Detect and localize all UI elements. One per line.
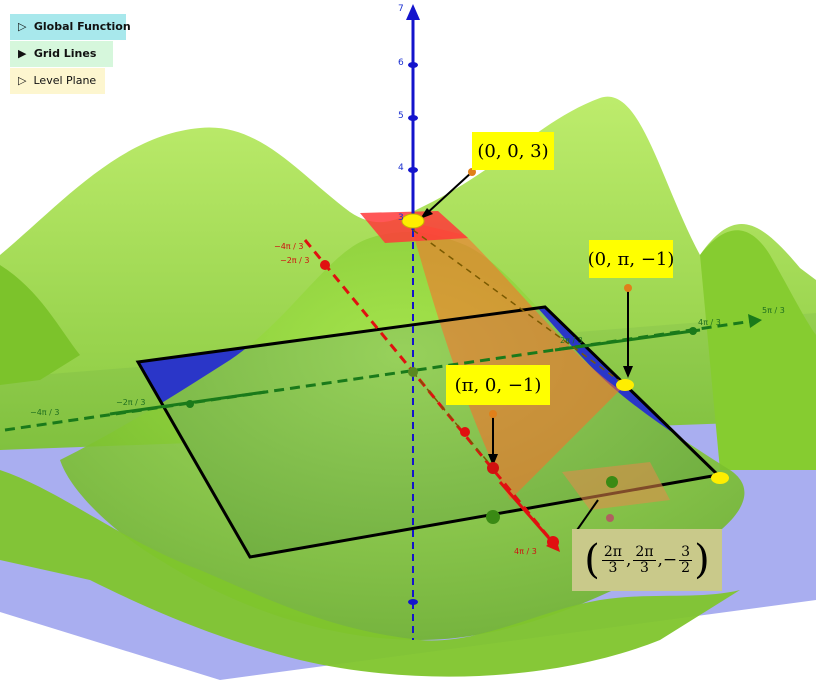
toggle-triangle-icon: ▶ [18,47,27,60]
toggle-label: Grid Lines [33,47,97,60]
z-tick-label: 7 [398,4,404,14]
z-tick-label: 5 [398,111,404,121]
point-c-orange [489,410,497,418]
label-point-c[interactable]: (π, 0, −1) [446,365,550,405]
point-top [401,213,425,229]
point-green-axis-2 [689,327,697,335]
y-tick-label: −2π / 3 [116,398,146,407]
point-red-axis [320,260,330,270]
surface-right-wave [700,230,816,470]
highlighted-strip [410,222,620,500]
toggle-level-plane[interactable]: ▷ Level Plane [10,68,105,94]
x-tick-label: −4π / 3 [274,242,304,251]
y-axis-arrow [748,314,762,328]
z-axis-arrow [406,4,420,20]
point-small-plane [606,476,618,488]
point-origin [408,367,418,377]
toggle-label: Level Plane [33,74,97,87]
z-tick-label: 4 [398,163,404,173]
toggle-label: Global Function [33,20,131,33]
y-tick-label: −4π / 3 [30,408,60,417]
z-tick-label: 3 [398,213,404,223]
surface-front-wave [0,470,740,677]
label-point-a[interactable]: (0, 0, 3) [472,132,554,170]
guide-line [412,371,494,469]
label-point-b[interactable]: (0, π, −1) [588,240,674,278]
x-tick-label: −2π / 3 [280,256,310,265]
paren-right: ) [694,537,710,583]
toggle-triangle-icon: ▷ [18,74,27,87]
x-axis-visible [498,481,557,546]
x-tick-label: 4π / 3 [514,547,537,556]
paren-left: ( [584,537,600,583]
point-c [487,462,499,474]
y-tick-label: 4π / 3 [698,318,721,327]
toggle-grid-lines[interactable]: ▶ Grid Lines [10,41,113,67]
point-saddle [486,510,500,524]
surface-left-wave [0,265,80,385]
point-b-orange [624,284,632,292]
x-axis-point [547,536,559,548]
point-red-axis-2 [460,427,470,437]
point-corner-b [616,379,634,391]
point-green-axis [186,400,194,408]
point-a-orange [468,168,476,176]
z-tick-label: 6 [398,58,404,68]
point-below [606,514,614,522]
point-corner-right [711,472,729,484]
y-tick-label: 5π / 3 [762,306,785,315]
toggle-triangle-icon: ▷ [18,20,27,33]
y-tick-label: 2π / 3 [560,336,583,345]
label-pointers [424,171,629,534]
label-pointer-heads [420,208,633,466]
z-axis-tick-marks [408,62,418,605]
toggle-global-function[interactable]: ▷ Global Function [10,14,131,40]
minus-sign: − [662,550,678,570]
